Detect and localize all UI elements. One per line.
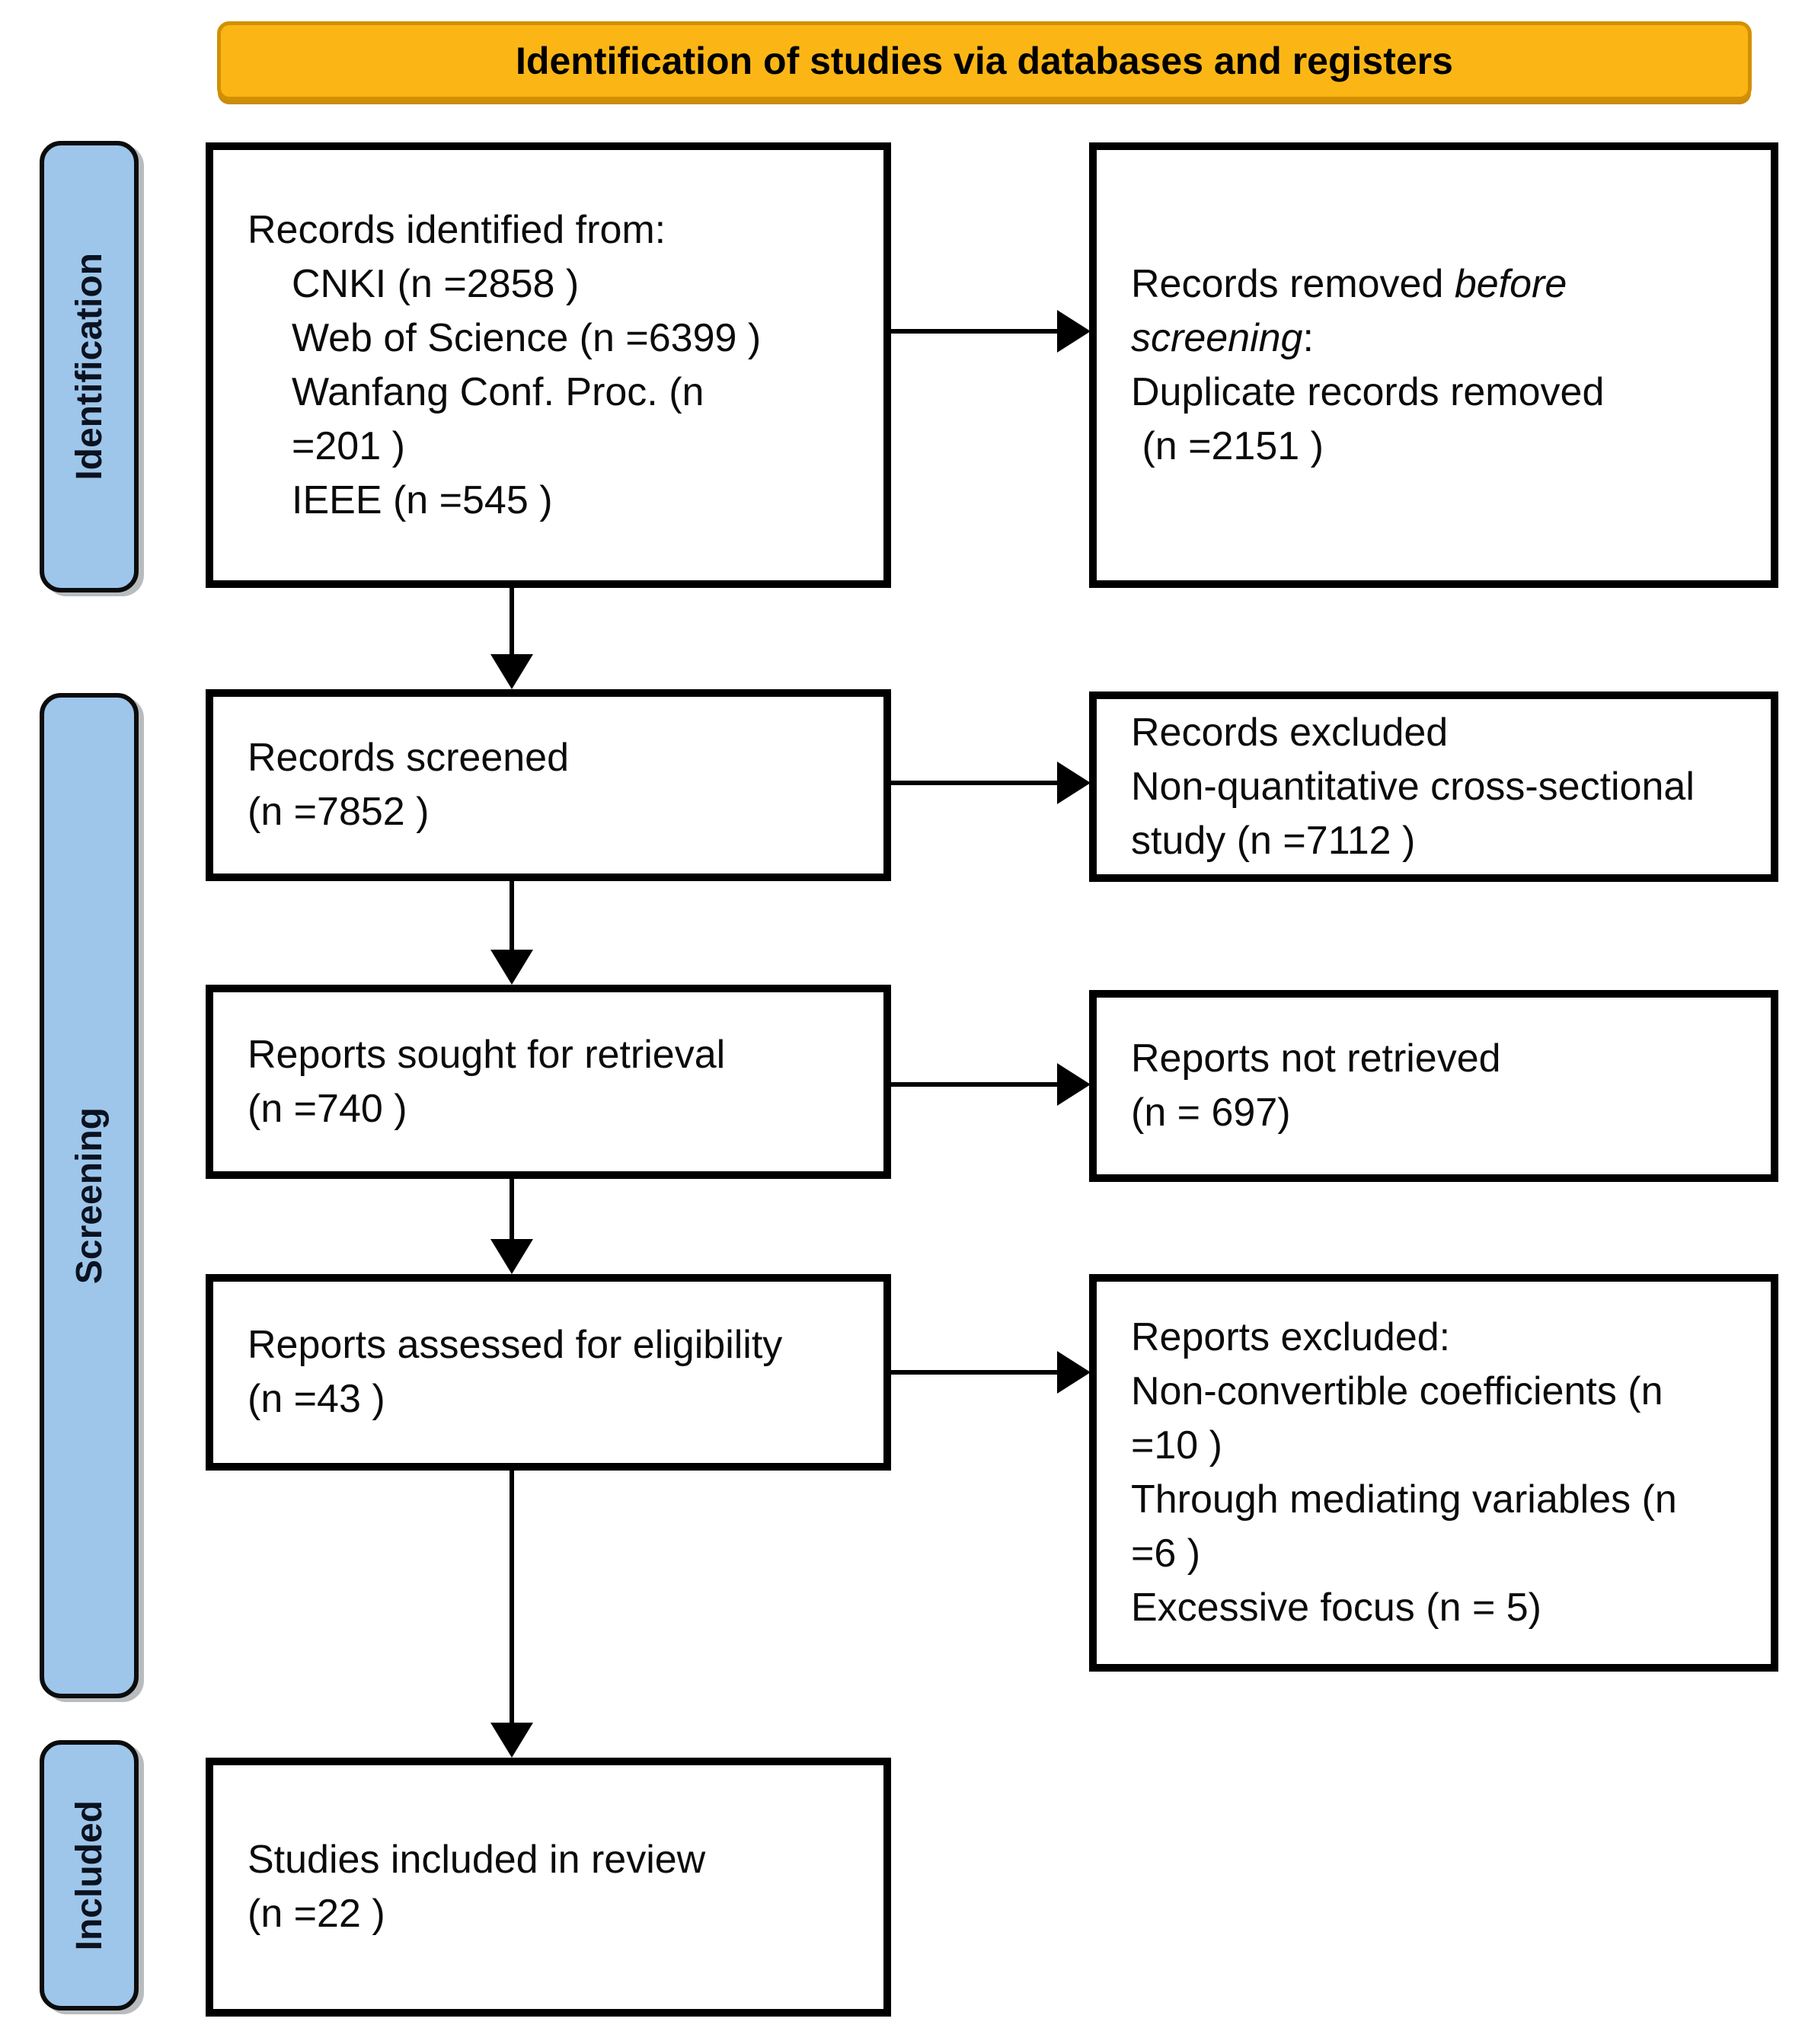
stage-identification: Identification [40,141,139,592]
studies-included-title: Studies included in review [248,1838,706,1882]
box-reports-excluded: Reports excluded: Non-convertible coeffi… [1089,1274,1778,1672]
reports-assessed-title: Reports assessed for eligibility [248,1323,783,1367]
reports-excluded-title: Reports excluded: [1131,1315,1451,1359]
records-excluded-n: study (n =7112 ) [1131,818,1416,863]
arrow-assessed-to-excluded-line [891,1370,1060,1375]
box-studies-included: Studies included in review (n =22 ) [206,1758,891,2017]
stage-screening: Screening [40,693,139,1698]
diagram-title: Identification of studies via databases … [516,40,1453,82]
records-removed-line2-italic: screening [1131,315,1303,360]
records-excluded-reason: Non-quantitative cross-sectional [1131,764,1695,809]
arrow-identified-to-screened-head [490,654,533,689]
reports-excluded-reason1-n: =10 ) [1131,1423,1222,1468]
reports-not-retrieved-n: (n = 697) [1131,1091,1291,1135]
stage-identification-label: Identification [69,253,110,481]
records-removed-line1-italic: before [1454,261,1567,306]
reports-excluded-reason1: Non-convertible coefficients (n [1131,1369,1663,1413]
arrow-assessed-to-excluded-head [1057,1351,1091,1394]
reports-excluded-reason2: Through mediating variables (n [1131,1477,1677,1522]
arrow-sought-to-assessed-line [510,1179,514,1242]
records-removed-line3: Duplicate records removed [1131,369,1605,414]
records-identified-wanfang-n: =201 ) [292,423,405,468]
records-removed-line2: screening: [1131,311,1314,366]
arrow-sought-to-notretrieved-line [891,1082,1060,1087]
arrow-assessed-to-included-head [490,1723,533,1758]
records-screened-n: (n =7852 ) [248,790,430,834]
arrow-sought-to-assessed-head [490,1239,533,1274]
stage-screening-label: Screening [69,1107,110,1285]
arrow-assessed-to-included-line [510,1471,514,1726]
arrow-sought-to-notretrieved-head [1057,1063,1091,1106]
stage-included: Included [40,1740,139,2010]
records-removed-line4: (n =2151 ) [1131,423,1324,468]
records-removed-line1-normal: Records removed [1131,261,1455,306]
arrow-screened-to-excluded-head [1057,762,1091,804]
box-records-removed: Records removed before screening: Duplic… [1089,142,1778,588]
records-excluded-title: Records excluded [1131,710,1449,755]
reports-sought-title: Reports sought for retrieval [248,1032,726,1077]
arrow-screened-to-sought-head [490,950,533,985]
arrow-identified-to-screened-line [510,588,514,657]
records-removed-line1: Records removed before [1131,257,1567,311]
arrow-identified-to-removed-line [891,329,1060,334]
records-identified-title: Records identified from: [248,207,666,252]
reports-excluded-reason2-n: =6 ) [1131,1531,1201,1576]
arrow-screened-to-excluded-line [891,781,1060,785]
box-records-screened: Records screened (n =7852 ) [206,689,891,881]
box-records-excluded: Records excluded Non-quantitative cross-… [1089,691,1778,882]
records-identified-ieee: IEEE (n =545 ) [292,477,553,522]
reports-sought-n: (n =740 ) [248,1086,407,1131]
records-removed-line2-suffix: : [1302,315,1314,360]
studies-included-n: (n =22 ) [248,1892,385,1936]
records-screened-title: Records screened [248,736,569,780]
title-banner: Identification of studies via databases … [217,21,1752,101]
box-reports-not-retrieved: Reports not retrieved (n = 697) [1089,990,1778,1182]
box-records-identified: Records identified from: CNKI (n =2858 )… [206,142,891,588]
records-identified-cnki: CNKI (n =2858 ) [292,261,580,306]
reports-not-retrieved-title: Reports not retrieved [1131,1036,1501,1081]
records-identified-wos: Web of Science (n =6399 ) [292,315,762,360]
box-reports-assessed: Reports assessed for eligibility (n =43 … [206,1274,891,1471]
reports-excluded-reason3: Excessive focus (n = 5) [1131,1586,1541,1630]
arrow-identified-to-removed-head [1057,310,1091,353]
records-identified-wanfang: Wanfang Conf. Proc. (n [292,369,704,414]
box-reports-sought: Reports sought for retrieval (n =740 ) [206,985,891,1179]
reports-assessed-n: (n =43 ) [248,1377,385,1421]
arrow-screened-to-sought-line [510,881,514,953]
stage-included-label: Included [69,1800,110,1951]
